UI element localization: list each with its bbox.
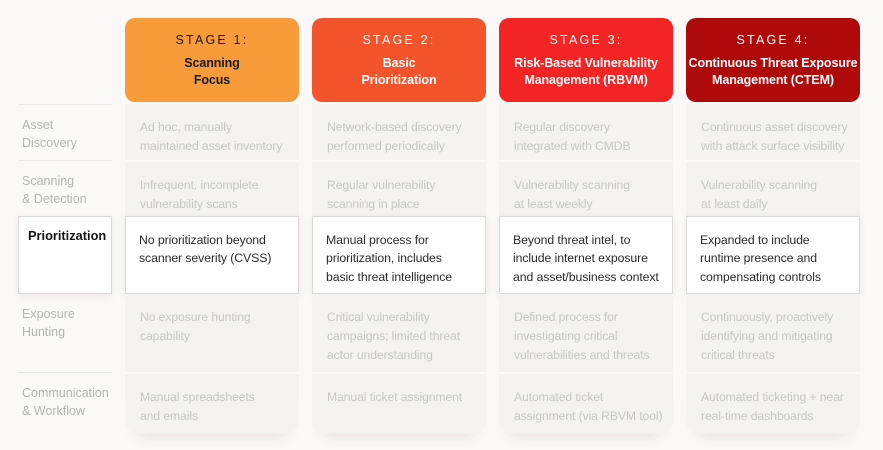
cell-prioritization-stage-4: Expanded to include runtime presence and… [686, 216, 860, 294]
cell-prioritization-stage-2: Manual process for prioritization, inclu… [312, 216, 486, 294]
stage-4-title: STAGE 4: [736, 33, 810, 47]
stage-3-subtitle: Risk-Based Vulnerability Management (RBV… [514, 56, 658, 87]
cell-communication-workflow-stage-2: Manual ticket assignment [312, 372, 486, 434]
cell-scanning-detection-stage-4: Vulnerability scanning at least daily [686, 160, 860, 216]
stage-3-header: STAGE 3: Risk-Based Vulnerability Manage… [499, 18, 673, 102]
row-label-prioritization: Prioritization [18, 216, 112, 294]
cell-communication-workflow-stage-4: Automated ticketing + near real-time das… [686, 372, 860, 434]
stage-4-subtitle: Continuous Threat Exposure Management (C… [688, 56, 858, 87]
cell-exposure-hunting-stage-2: Critical vulnerability campaigns; limite… [312, 294, 486, 372]
stage-2-subtitle: Basic Prioritization [361, 56, 437, 87]
stage-3-title: STAGE 3: [549, 33, 623, 47]
row-label-communication-workflow: Communication & Workflow [18, 372, 112, 434]
cell-exposure-hunting-stage-4: Continuously, proactively identifying an… [686, 294, 860, 372]
cell-asset-discovery-stage-4: Continuous asset discovery with attack s… [686, 104, 860, 160]
table-corner-spacer [18, 18, 112, 104]
cell-communication-workflow-stage-1: Manual spreadsheets and emails [125, 372, 299, 434]
row-label-exposure-hunting: Exposure Hunting [22, 307, 75, 340]
cell-scanning-detection-stage-1: Infrequent, incomplete vulnerability sca… [125, 160, 299, 216]
cell-prioritization-stage-1: No prioritization beyond scanner severit… [125, 216, 299, 294]
stage-1-title: STAGE 1: [175, 33, 249, 47]
cell-asset-discovery-stage-1: Ad hoc, manually maintained asset invent… [125, 104, 299, 160]
stage-1-header: STAGE 1: Scanning Focus [125, 18, 299, 102]
stage-2-header: STAGE 2: Basic Prioritization [312, 18, 486, 102]
cell-exposure-hunting-stage-3: Defined process for investigating critic… [499, 294, 673, 372]
stage-2-title: STAGE 2: [362, 33, 436, 47]
stage-4-header: STAGE 4: Continuous Threat Exposure Mana… [686, 18, 860, 102]
cell-prioritization-stage-3: Beyond threat intel, to include internet… [499, 216, 673, 294]
cell-scanning-detection-stage-3: Vulnerability scanning at least weekly [499, 160, 673, 216]
stage-1-subtitle: Scanning Focus [184, 56, 240, 87]
row-label-asset-discovery: Asset Discovery [18, 104, 112, 160]
cell-communication-workflow-stage-3: Automated ticket assignment (via RBVM to… [499, 372, 673, 434]
table-grid: STAGE 1: Scanning Focus STAGE 2: Basic P… [18, 18, 860, 434]
cell-scanning-detection-stage-2: Regular vulnerability scanning in place [312, 160, 486, 216]
cell-exposure-hunting-stage-1: No exposure hunting capability [125, 294, 299, 372]
cell-asset-discovery-stage-2: Network-based discovery performed period… [312, 104, 486, 160]
row-label-scanning-detection: Scanning & Detection [18, 160, 112, 216]
cell-asset-discovery-stage-3: Regular discovery integrated with CMDB [499, 104, 673, 160]
